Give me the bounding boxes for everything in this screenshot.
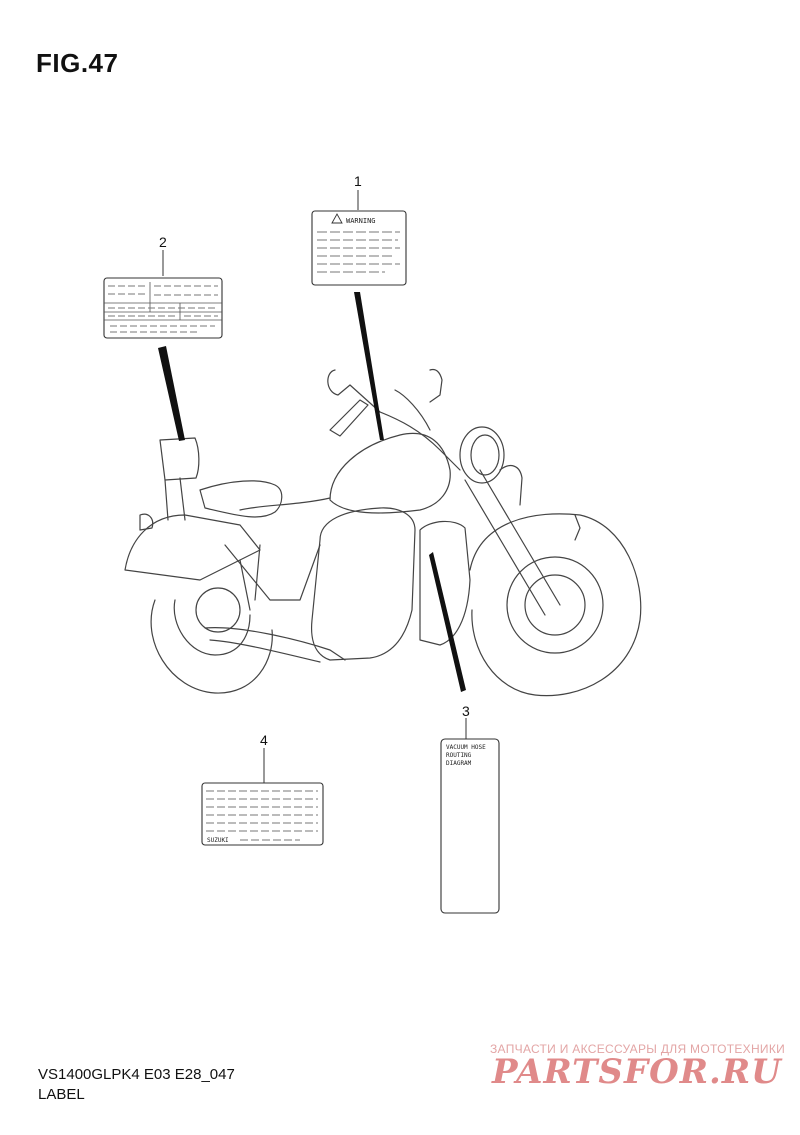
section-name: LABEL xyxy=(38,1086,85,1103)
vacuum-hose-label: VACUUM HOSE ROUTING DIAGRAM xyxy=(440,738,500,914)
info-label: SUZUKI xyxy=(201,782,324,846)
vacuum-label-line-1: VACUUM HOSE xyxy=(446,744,486,751)
figure-title: FIG.47 xyxy=(36,48,119,78)
vacuum-label-line-3: DIAGRAM xyxy=(446,760,472,767)
tire-info-label xyxy=(103,277,223,339)
watermark-tagline: ЗАПЧАСТИ И АКСЕССУАРЫ ДЛЯ МОТОТЕХНИКИ xyxy=(490,1042,786,1056)
vacuum-label-line-2: ROUTING xyxy=(446,752,472,759)
callout-3: 3 xyxy=(462,703,470,719)
leader-3 xyxy=(429,552,466,692)
model-code: VS1400GLPK4 E03 E28_047 xyxy=(38,1066,235,1083)
leader-1 xyxy=(354,292,384,440)
watermark-logo: PARTSFOR.RU xyxy=(492,1052,782,1092)
info-label-brand: SUZUKI xyxy=(207,837,229,844)
callout-1: 1 xyxy=(354,173,362,189)
leader-2 xyxy=(158,346,185,441)
warning-triangle-icon xyxy=(331,213,343,224)
callout-4: 4 xyxy=(260,732,268,748)
callout-2: 2 xyxy=(159,234,167,250)
warning-heading: WARNING xyxy=(346,217,376,225)
leader-lines xyxy=(158,190,467,783)
motorcycle-drawing xyxy=(124,368,642,697)
warning-label: WARNING xyxy=(311,210,407,286)
